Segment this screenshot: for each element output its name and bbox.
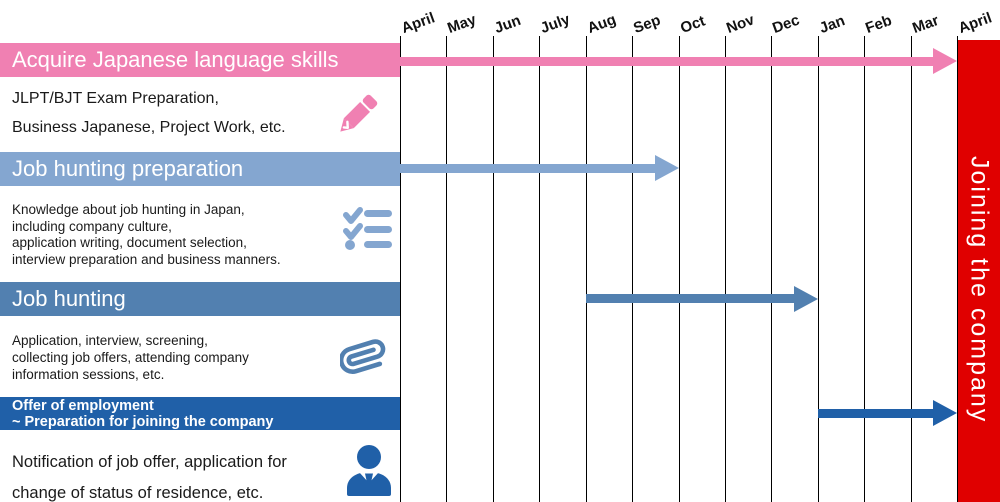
section-header-offer-of-employment: Offer of employment ~ Preparation for jo… (0, 397, 400, 430)
month-label: Oct (677, 12, 708, 37)
section-header-job-hunting: Job hunting (0, 282, 400, 316)
gridline (492, 36, 494, 502)
month-label: Sep (631, 11, 663, 38)
gridline (539, 36, 541, 502)
paperclip-icon (340, 330, 386, 384)
section-desc-job-hunting: Application, interview, screening, colle… (12, 333, 249, 382)
month-label: Aug (584, 11, 619, 38)
gridline (678, 36, 680, 502)
gridline (817, 36, 819, 502)
timeline-arrow-language-skills (400, 48, 957, 74)
gridline (771, 36, 773, 502)
section-title: Job hunting (12, 286, 126, 311)
month-label: April (399, 9, 438, 37)
gridline (585, 36, 587, 502)
section-title-line1: Offer of employment (12, 397, 154, 414)
month-label: Mar (909, 11, 941, 37)
month-label: Dec (770, 11, 803, 38)
gridline (910, 36, 912, 502)
pencil-icon (330, 88, 386, 140)
joining-company-bar: Joining the company (958, 40, 1000, 502)
month-label: April (956, 9, 995, 37)
gridline (400, 36, 401, 502)
timeline-arrow-offer-of-employment (817, 400, 957, 426)
section-title-line2: ~ Preparation for joining the company (12, 413, 274, 430)
section-desc-acquire-japanese-skills: JLPT/BJT Exam Preparation, Business Japa… (12, 90, 286, 136)
businessman-icon (344, 444, 394, 498)
gridline (957, 36, 958, 502)
month-label: Nov (724, 11, 757, 37)
month-label: May (445, 11, 479, 37)
timeline-arrow-job-hunting-preparation (400, 155, 679, 181)
gridline (864, 36, 866, 502)
section-title: Acquire Japanese language skills (12, 47, 339, 72)
month-label: Feb (863, 11, 895, 37)
month-label: July (538, 10, 573, 37)
section-title: Job hunting preparation (12, 156, 244, 181)
month-label: Jun (492, 11, 523, 37)
month-label: Jan (816, 12, 848, 38)
gridline (724, 36, 726, 502)
section-desc-offer-of-employment: Notification of job offer, application f… (12, 453, 287, 502)
checklist-icon (342, 206, 394, 252)
section-header-job-hunting-preparation: Job hunting preparation (0, 152, 400, 186)
gridline (632, 36, 634, 502)
joining-company-label: Joining the company (965, 156, 994, 424)
timeline-arrow-job-hunting (585, 285, 818, 312)
section-header-acquire-japanese-skills: Acquire Japanese language skills (0, 43, 400, 77)
gridline (446, 36, 448, 502)
section-desc-job-hunting-preparation: Knowledge about job hunting in Japan, in… (12, 202, 281, 267)
